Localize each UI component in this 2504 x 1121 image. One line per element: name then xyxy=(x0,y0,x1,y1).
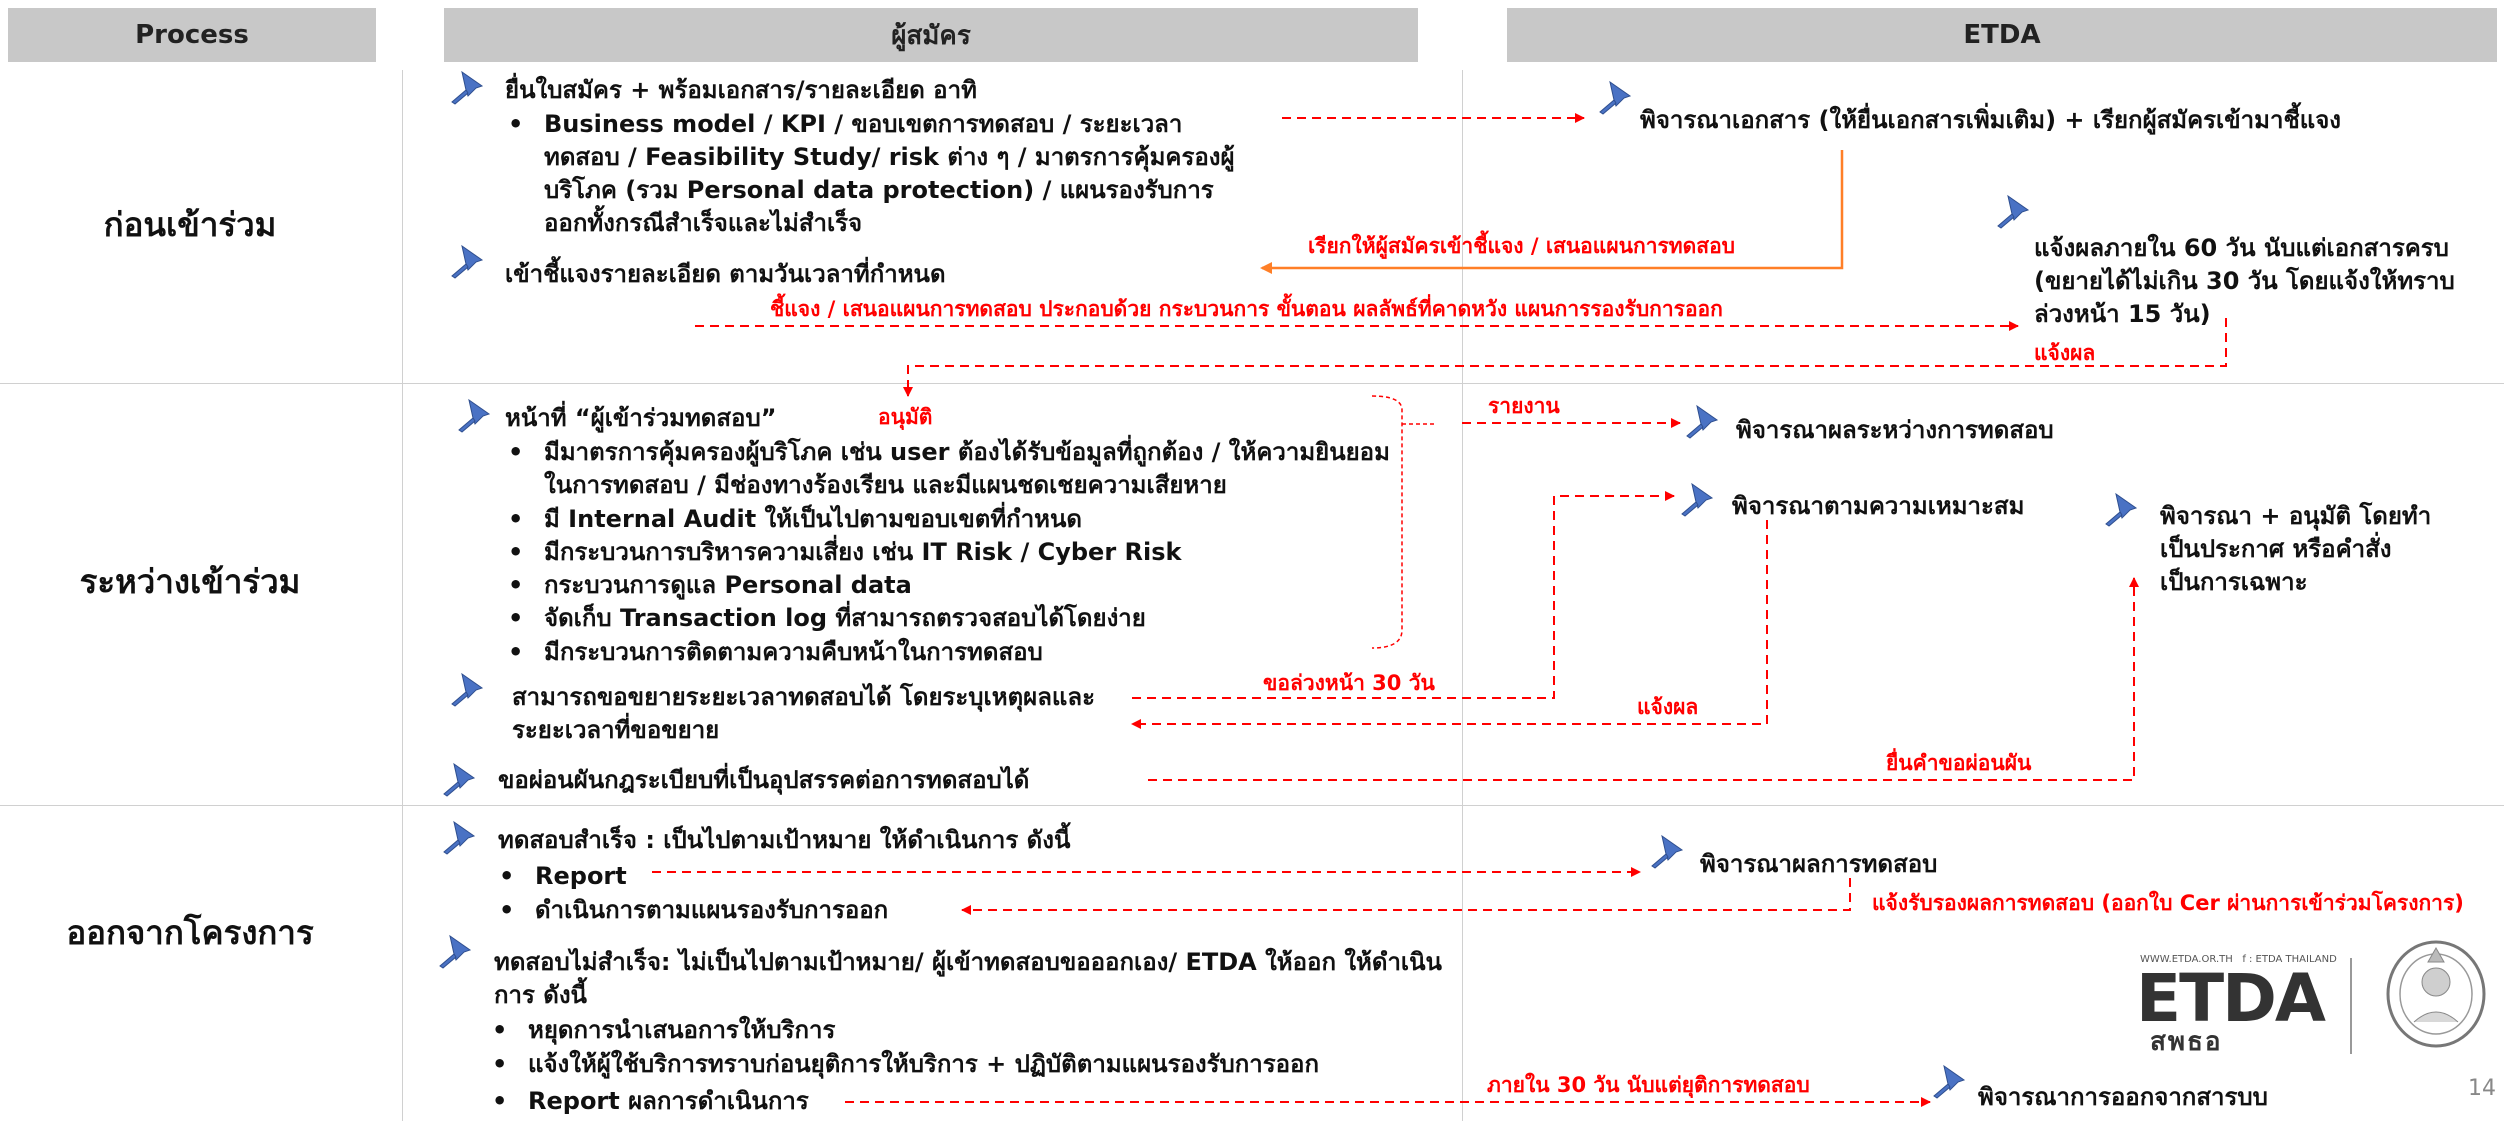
fail-item: Report ผลการดำเนินการ xyxy=(492,1085,809,1118)
pushpin-icon xyxy=(451,70,484,105)
pushpin-icon xyxy=(1681,482,1714,517)
duty-item: มีมาตรการคุ้มครองผู้บริโภค เช่น user ต้อ… xyxy=(508,436,1394,502)
pushpin-icon xyxy=(2105,492,2138,527)
test-fail-text: ทดสอบไม่สำเร็จ: ไม่เป็นไปตามเป้าหมาย/ ผู… xyxy=(494,948,1442,1009)
pushpin-icon xyxy=(1933,1064,1966,1099)
arrow-result-to-approved xyxy=(903,318,2227,397)
pushpin-icon xyxy=(1599,80,1632,115)
fail-item: แจ้งให้ผู้ใช้บริการทราบก่อนยุติการให้บริ… xyxy=(492,1048,1319,1081)
etda-review-documents-text: พิจารณาเอกสาร (ให้ยื่นเอกสารเพิ่มเติม) +… xyxy=(1640,106,2341,134)
row-divider xyxy=(0,805,2504,806)
arrow-call-applicant xyxy=(1260,150,1844,274)
pushpin-icon xyxy=(439,934,472,969)
duty-item: กระบวนการดูแล Personal data xyxy=(508,569,912,602)
arrow-label-within-30: ภายใน 30 วัน นับแต่ยุติการทดสอบ xyxy=(1487,1073,1810,1097)
column-divider xyxy=(1462,70,1463,1121)
applicant-header: ผู้สมัคร xyxy=(444,8,1418,62)
etda-test-result-text: พิจารณาผลการทดสอบ xyxy=(1700,850,1938,878)
pushpin-icon xyxy=(1997,194,2030,229)
row-divider xyxy=(0,383,2504,384)
arrow-certificate-back xyxy=(961,878,1851,915)
etda-approve-text: พิจารณา + อนุมัติ โดยทำเป็นประกาศ หรือคำ… xyxy=(2160,502,2432,596)
pushpin-icon xyxy=(443,762,476,797)
submit-application-text: ยื่นใบสมัคร + พร้อมเอกสาร/รายละเอียด อาท… xyxy=(505,76,977,104)
success-item: Report xyxy=(499,860,627,893)
duty-item: มีกระบวนการบริหารความเสี่ยง เช่น IT Risk… xyxy=(508,536,1182,569)
approved-label: อนุมัติ xyxy=(878,405,933,429)
arrow-extension-notify xyxy=(1131,520,1768,729)
duty-item: มี Internal Audit ให้เป็นไปตามขอบเขตที่ก… xyxy=(508,503,1082,536)
arrow-label-call-applicant: เรียกให้ผู้สมัครเข้าชี้แจง / เสนอแผนการท… xyxy=(1308,234,1736,258)
submit-detail-item: Business model / KPI / ขอบเขตการทดสอบ / … xyxy=(508,108,1244,240)
etda-interim-review-text: พิจารณาผลระหว่างการทดสอบ xyxy=(1736,416,2054,444)
duty-item: มีกระบวนการติดตามความคืบหน้าในการทดสอบ xyxy=(508,636,1043,669)
pushpin-icon xyxy=(443,820,476,855)
pushpin-icon xyxy=(458,398,491,433)
arrow-label-relax-request: ยื่นคำขอผ่อนผัน xyxy=(1886,751,2032,775)
row-label-during: ระหว่างเข้าร่วม xyxy=(79,562,301,601)
duty-brace xyxy=(1371,395,1403,649)
arrow-label-certificate: แจ้งรับรองผลการทดสอบ (ออกใบ Cer ผ่านการเ… xyxy=(1872,891,2464,915)
row-label-exit: ออกจากโครงการ xyxy=(66,913,314,952)
column-divider xyxy=(402,70,403,1121)
row-label-before: ก่อนเข้าร่วม xyxy=(103,205,277,244)
process-header: Process xyxy=(8,8,376,62)
arrow-extension-request xyxy=(1132,491,1675,699)
pushpin-icon xyxy=(1651,834,1684,869)
pushpin-icon xyxy=(1686,404,1719,439)
pushpin-icon xyxy=(451,672,484,707)
etda-notify-result-text: แจ้งผลภายใน 60 วัน นับแต่เอกสารครบ (ขยาย… xyxy=(2034,234,2455,328)
ministry-seal-icon xyxy=(2386,940,2486,1048)
duty-item: จัดเก็บ Transaction log ที่สามารถตรวจสอบ… xyxy=(508,602,1146,635)
etda-url: WWW.ETDA.OR.TH f : ETDA THAILAND xyxy=(2140,954,2337,965)
participant-duty-heading: หน้าที่ “ผู้เข้าร่วมทดสอบ” xyxy=(505,404,777,432)
clarify-text: เข้าชี้แจงรายละเอียด ตามวันเวลาที่กำหนด xyxy=(505,260,946,288)
extend-period-text: สามารถขอขยายระยะเวลาทดสอบได้ โดยระบุเหตุ… xyxy=(512,683,1095,744)
etda-logo-thai: สพธอ xyxy=(2150,1027,2223,1057)
arrow-label-advance-30: ขอล่วงหน้า 30 วัน xyxy=(1263,671,1435,695)
arrow-label-notify: แจ้งผล xyxy=(1637,695,1699,719)
arrow-label-clarify-plan: ชี้แจง / เสนอแผนการทดสอบ ประกอบด้วย กระบ… xyxy=(770,297,1723,321)
etda-logo-text: ETDA xyxy=(2136,960,2326,1037)
arrow-label-report: รายงาน xyxy=(1488,394,1560,418)
arrow-label-notify-result: แจ้งผล xyxy=(2034,341,2096,365)
etda-exit-registry-text: พิจารณาการออกจากสารบบ xyxy=(1978,1083,2268,1111)
pushpin-icon xyxy=(451,244,484,279)
page-number: 14 xyxy=(2468,1076,2496,1101)
relax-regulation-text: ขอผ่อนผันกฎระเบียบที่เป็นอุปสรรคต่อการทด… xyxy=(498,766,1030,794)
test-success-text: ทดสอบสำเร็จ : เป็นไปตามเป้าหมาย ให้ดำเนิ… xyxy=(498,826,1071,854)
etda-suitability-text: พิจารณาตามความเหมาะสม xyxy=(1732,492,2025,520)
logo-divider xyxy=(2350,958,2352,1054)
arrow-relax-request xyxy=(1148,577,2139,781)
success-item: ดำเนินการตามแผนรองรับการออก xyxy=(499,894,888,927)
fail-item: หยุดการนำเสนอการให้บริการ xyxy=(492,1014,835,1047)
etda-header: ETDA xyxy=(1507,8,2497,62)
